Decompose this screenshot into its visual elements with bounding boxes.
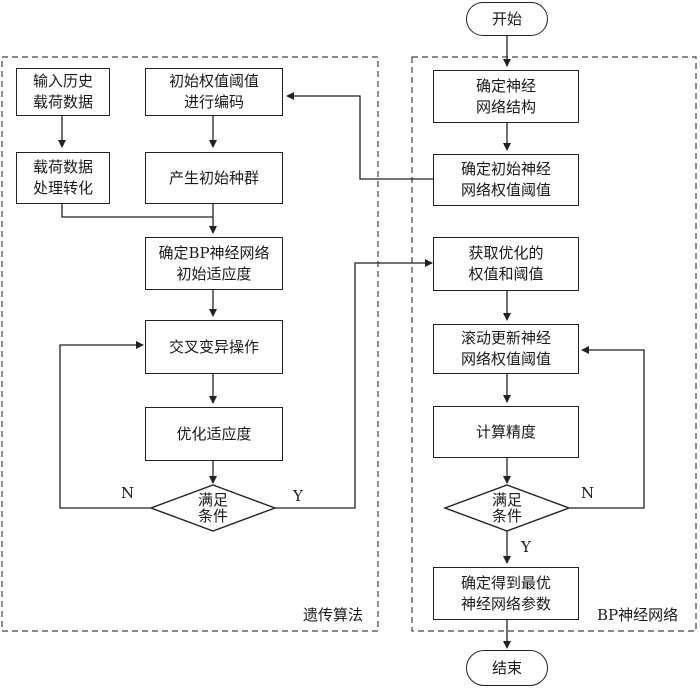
bp-group-frame: [411, 56, 697, 632]
input-history-box: 输入历史 载荷数据: [16, 68, 110, 116]
init-fitness-box: 确定BP神经网络 初始适应度: [145, 237, 283, 290]
rolling-update-box: 滚动更新神经 网络权值阈值: [433, 324, 579, 374]
end-terminal: 结束: [466, 650, 548, 686]
ga-condition-diamond: [148, 484, 278, 532]
bp-yes-label: Y: [521, 538, 531, 556]
bp-group-title: BP神经网络: [597, 606, 679, 624]
arrow-ga-no-loop: [59, 341, 151, 509]
ga-group-title: 遗传算法: [303, 606, 364, 624]
final-params-box: 确定得到最优 神经网络参数: [433, 567, 579, 620]
nn-init-weights-box: 确定初始神经 网络权值阈值: [433, 154, 579, 206]
arrow-bp-no-loop: [569, 346, 645, 509]
ga-group-frame: [1, 56, 379, 632]
ga-yes-label: Y: [293, 487, 303, 505]
optimize-fitness-box: 优化适应度: [145, 407, 283, 461]
crossover-box: 交叉变异操作: [145, 320, 283, 374]
get-optimized-box: 获取优化的 权值和阈值: [433, 237, 579, 291]
nn-structure-box: 确定神经 网络结构: [433, 70, 579, 123]
compute-accuracy-box: 计算精度: [433, 406, 579, 458]
ga-no-label: N: [121, 484, 135, 502]
arrow-transform-to-fitness: [61, 204, 213, 218]
load-transform-box: 载荷数据 处理转化: [16, 152, 110, 204]
encode-weights-box: 初始权值阈值 进行编码: [145, 68, 283, 116]
start-terminal: 开始: [466, 2, 548, 36]
ga-condition-text: 满足 条件: [197, 491, 228, 525]
bp-condition-text: 满足 条件: [491, 491, 522, 525]
arrow-ga-yes-to-bp: [275, 259, 433, 509]
bp-no-label: N: [581, 484, 595, 502]
init-population-box: 产生初始种群: [145, 152, 283, 204]
arrow-weights-to-encode: [286, 92, 433, 180]
